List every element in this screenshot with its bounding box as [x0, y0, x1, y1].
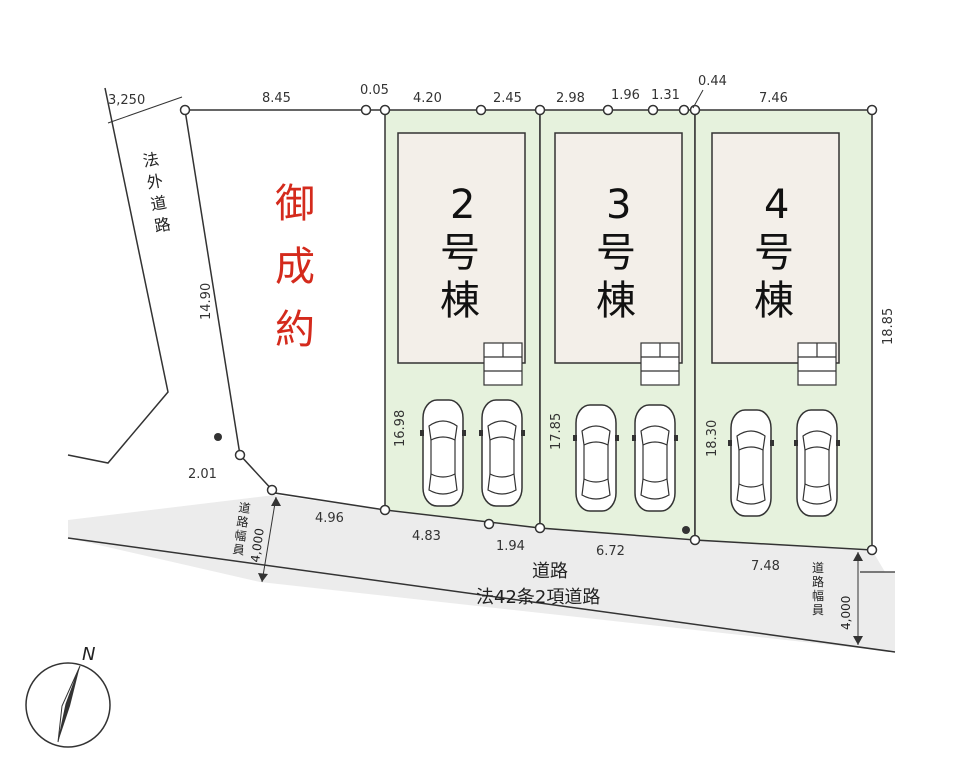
outside-road-label-char: 法 — [141, 149, 160, 170]
lot-2-label-char: 号 — [440, 230, 480, 276]
house-2 — [397, 132, 526, 364]
car-icon — [727, 409, 775, 517]
dim-top-7: 0.44 — [698, 74, 727, 89]
sold-lot-boundary — [184, 109, 386, 511]
lot-4-number: 4 — [764, 182, 789, 228]
car-icon — [793, 409, 841, 517]
boundary-marker — [214, 433, 222, 441]
lot-3-label-char: 棟 — [596, 278, 636, 324]
road-width-label-char: 道 — [238, 501, 252, 517]
lot-4-label-char: 棟 — [754, 278, 794, 324]
car-icon — [478, 399, 526, 507]
lot-3-depth: 17.85 — [549, 413, 564, 450]
dim-left-slope: 14.90 — [199, 283, 214, 320]
entrance-steps-3 — [640, 342, 680, 386]
dim-top-5: 1.96 — [611, 88, 640, 103]
dim-top-3: 2.45 — [493, 91, 522, 106]
road-width-label-char: 路 — [236, 513, 250, 530]
road-width-label-char: 員 — [812, 603, 824, 617]
dim-right: 18.85 — [881, 308, 896, 345]
entrance-steps-4 — [797, 342, 837, 386]
car-icon — [419, 399, 467, 507]
outside-road-label-char: 外 — [145, 171, 164, 192]
arrow-heads — [258, 497, 281, 582]
dim-bottom-4: 7.48 — [751, 559, 780, 574]
dim-top-1: 0.05 — [360, 83, 389, 98]
road-width-label-char: 路 — [812, 574, 824, 589]
dim-top-2: 4.20 — [413, 91, 442, 106]
dim-top-8: 7.46 — [759, 91, 788, 106]
outside-road-label-char: 道 — [149, 193, 168, 214]
road-width-label-char: 員 — [232, 542, 246, 558]
road-area — [68, 495, 895, 652]
compass-label: N — [82, 644, 95, 665]
lot-2-number: 2 — [450, 182, 475, 228]
dim-top-4: 2.98 — [556, 91, 585, 106]
car-icon — [631, 404, 679, 512]
outside-road-label-char: 路 — [153, 214, 172, 235]
lot-2-label-char: 棟 — [440, 278, 480, 324]
sold-label-char: 成 — [275, 244, 315, 290]
entrance-steps-2 — [483, 342, 523, 386]
road-width-label-char: 幅 — [812, 588, 824, 603]
road-width-label-char: 道 — [812, 561, 824, 575]
lot-3-number: 3 — [606, 182, 631, 228]
road-width-right-value: 4,000 — [839, 596, 853, 630]
road-width-line-left — [261, 496, 277, 583]
dim-top-0: 8.45 — [262, 91, 291, 106]
dim-bottom-0: 4.96 — [315, 511, 344, 526]
car-icon — [572, 404, 620, 512]
house-4 — [711, 132, 840, 364]
dim-top-6: 1.31 — [651, 88, 680, 103]
house-3 — [554, 132, 683, 364]
compass-icon: N — [25, 644, 111, 748]
road-width-left-value: 4,000 — [248, 527, 267, 563]
road-edge-line — [67, 537, 896, 653]
outside-road-width-line — [107, 96, 183, 124]
outside-road-width-dim: 3,250 — [108, 93, 145, 108]
road-width-label-char: 幅 — [234, 527, 248, 544]
dim-corner: 2.01 — [188, 467, 217, 482]
sold-label-char: 御 — [275, 181, 315, 227]
outside-road-boundary — [67, 87, 169, 464]
dim-bottom-2: 1.94 — [496, 539, 525, 554]
boundary-marker — [682, 526, 690, 534]
lot-3-label-char: 号 — [596, 230, 636, 276]
lot-4-label-char: 号 — [754, 230, 794, 276]
dim-bottom-3: 6.72 — [596, 544, 625, 559]
road-designation: 法42条2項道路 — [476, 587, 600, 608]
sold-label-char: 約 — [275, 307, 315, 353]
lot-2-depth: 16.98 — [393, 410, 408, 447]
road-name: 道路 — [532, 561, 568, 582]
dim-leader — [692, 89, 704, 109]
dim-bottom-1: 4.83 — [412, 529, 441, 544]
lot-4-depth: 18.30 — [705, 420, 720, 457]
